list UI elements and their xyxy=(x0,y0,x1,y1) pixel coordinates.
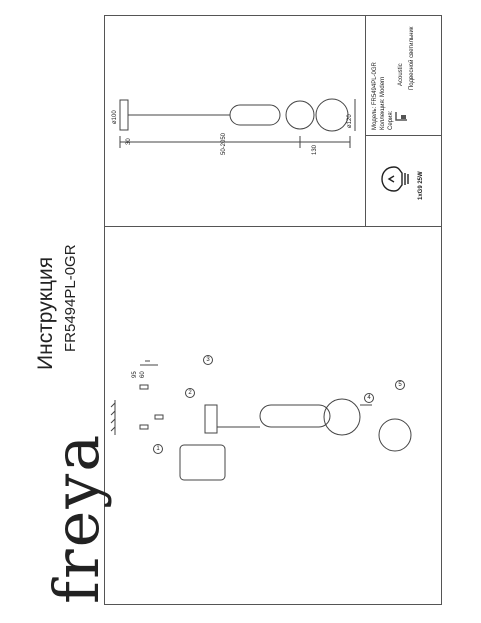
spec-series-label: Серия: xyxy=(388,110,394,130)
spec-type: Подвесной светильник xyxy=(409,26,415,90)
spec-panel xyxy=(365,15,442,226)
dim-h30: 30 xyxy=(126,138,132,145)
dim-l130: 130 xyxy=(312,144,318,155)
brand-logo: freya xyxy=(40,432,113,604)
doc-title: Инструкция xyxy=(34,256,57,370)
dim-d100: ø100 xyxy=(112,110,118,124)
spec-panel-divider xyxy=(365,135,442,136)
dim-d120: ø120 xyxy=(347,114,353,128)
page-frame xyxy=(104,15,442,605)
small-dim-b: 60 xyxy=(140,371,146,378)
dim-length: 50-2050 xyxy=(221,132,227,155)
bulb-icon xyxy=(381,166,409,192)
step-5: 5 xyxy=(395,380,405,390)
pendant-icon xyxy=(395,112,407,121)
step-2: 2 xyxy=(185,388,195,398)
doc-model: FR5494PL-0GR xyxy=(62,244,79,352)
bulb-spec: 1xG9 25W xyxy=(418,171,424,200)
small-dim-a: 95 xyxy=(132,371,138,378)
section-divider xyxy=(104,226,442,227)
assembly-drawing xyxy=(110,360,412,481)
spec-collection: Коллекция: Modern xyxy=(380,76,386,130)
dimension-drawing xyxy=(119,98,356,148)
spec-model: Модель: FR5494PL-0GR xyxy=(372,62,378,130)
spec-series-value: Acoustic xyxy=(398,63,404,86)
step-3: 3 xyxy=(203,355,213,365)
step-4: 4 xyxy=(364,393,374,403)
step-1: 1 xyxy=(153,444,163,454)
